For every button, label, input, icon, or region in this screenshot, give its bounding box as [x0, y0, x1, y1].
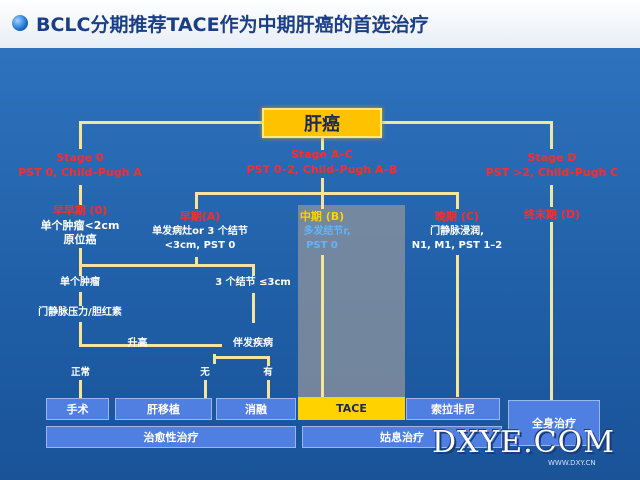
- slide-title: BCLC分期推荐TACE作为中期肝癌的首选治疗: [36, 14, 429, 36]
- very-early-stage-name: 早早期 (0): [52, 204, 108, 217]
- early-desc-1: 单发病灶or 3 个结节: [152, 226, 248, 237]
- connector: [80, 121, 262, 124]
- connector: [195, 257, 198, 266]
- intermediate-column-highlight: [298, 205, 405, 397]
- early-desc-2: <3cm, PST 0: [164, 240, 236, 251]
- connector: [456, 192, 459, 209]
- stage-d-criteria: PST >2, Child–Pugh C: [485, 166, 619, 179]
- group-curative: 治愈性治疗: [46, 426, 296, 448]
- connector: [79, 380, 82, 398]
- connector: [550, 185, 553, 207]
- stage-ac-criteria: PST 0–2, Child–Pugh A–B: [246, 163, 398, 176]
- connector: [79, 248, 82, 276]
- root-node-liver-cancer: 肝癌: [262, 108, 382, 138]
- treatment-systemic: 全身治疗: [508, 400, 600, 446]
- treatment-surgery: 手术: [46, 398, 109, 420]
- connector: [252, 264, 255, 276]
- treatment-transplant: 肝移植: [115, 398, 212, 420]
- branch-no: 无: [200, 367, 210, 378]
- connector: [79, 185, 82, 205]
- very-early-desc-1: 单个肿瘤<2cm: [40, 219, 120, 232]
- advanced-desc-2: N1, M1, PST 1–2: [411, 240, 503, 251]
- early-stage-name: 早期(A): [179, 210, 221, 223]
- branch-portal-pressure: 门静脉压力/胆红素: [38, 307, 122, 318]
- connector: [321, 178, 324, 194]
- branch-yes: 有: [263, 367, 273, 378]
- watermark-logo: DXYE.COM: [432, 425, 615, 460]
- branch-three-nodules: 3 个结节 ≤3cm: [215, 277, 291, 288]
- connector: [252, 293, 255, 323]
- connector: [79, 322, 82, 346]
- connector: [267, 356, 270, 366]
- connector: [79, 344, 215, 347]
- stage-ac-label: Stage A–C: [291, 148, 353, 161]
- connector: [204, 380, 207, 398]
- connector: [79, 264, 254, 267]
- very-early-desc-2: 原位癌: [63, 233, 97, 246]
- watermark-url: WWW.DXY.CN: [548, 459, 596, 467]
- branch-comorbidity: 伴发疾病: [233, 338, 273, 349]
- treatment-ablation: 消融: [216, 398, 296, 420]
- connector: [195, 192, 458, 195]
- connector: [79, 121, 82, 149]
- connector: [456, 255, 459, 397]
- connector: [321, 255, 324, 397]
- connector: [321, 138, 324, 150]
- intermediate-stage-name: 中期 (B): [299, 210, 345, 223]
- advanced-desc-1: 门静脉浸润,: [430, 226, 484, 237]
- header-bar: BCLC分期推荐TACE作为中期肝癌的首选治疗: [0, 0, 640, 48]
- bullet-icon: [12, 15, 28, 31]
- connector: [213, 356, 269, 359]
- connector: [550, 121, 553, 149]
- connector: [79, 292, 82, 306]
- intermediate-desc-1: 多发结节r,: [303, 226, 351, 237]
- connector: [213, 354, 216, 364]
- connector: [160, 344, 222, 347]
- stage-0-label: Stage 0: [56, 151, 104, 164]
- intermediate-desc-2: PST 0: [306, 240, 338, 251]
- stage-d-label: Stage D: [527, 151, 577, 164]
- connector: [321, 192, 324, 209]
- stage-0-criteria: PST 0, Child–Pugh A: [18, 166, 142, 179]
- branch-increased: 升高: [127, 338, 148, 349]
- connector: [195, 192, 198, 209]
- treatment-tace: TACE: [298, 397, 405, 420]
- group-palliative: 姑息治疗: [302, 426, 502, 448]
- connector: [382, 121, 552, 124]
- advanced-stage-name: 晚期 (C): [435, 210, 479, 223]
- connector: [267, 380, 270, 398]
- branch-normal: 正常: [70, 367, 90, 378]
- treatment-sorafenib: 索拉非尼: [406, 398, 500, 420]
- terminal-stage-name: 终末期 (D): [523, 208, 580, 221]
- branch-single-tumor: 单个肿瘤: [60, 277, 100, 288]
- connector: [550, 222, 553, 400]
